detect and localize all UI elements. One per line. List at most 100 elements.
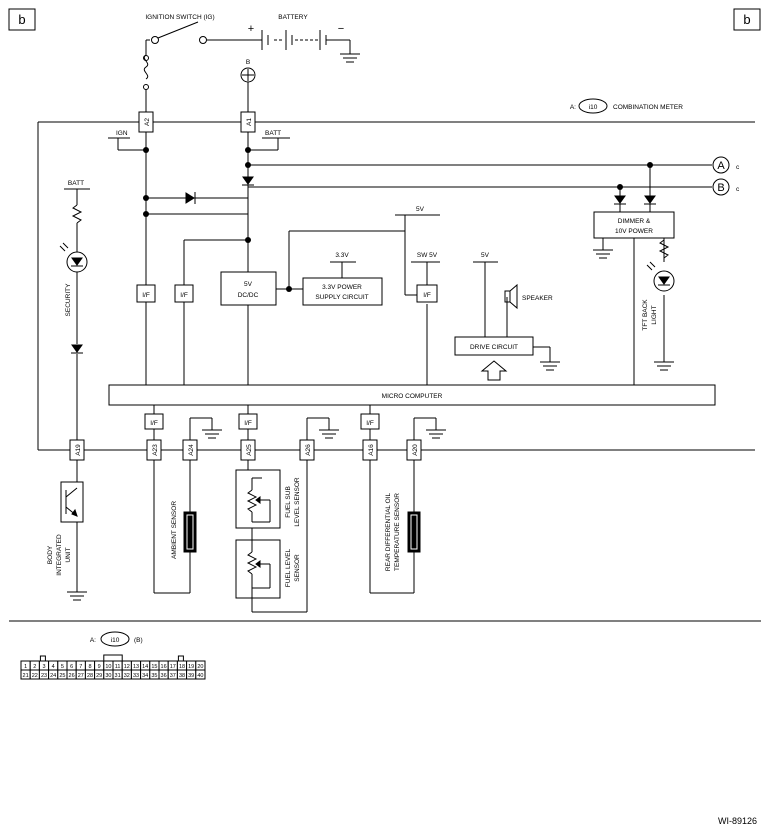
ign-batt-taps — [108, 137, 290, 151]
ground-icon — [202, 429, 222, 439]
if-box-sw — [416, 284, 438, 303]
junction-dots — [143, 147, 653, 292]
connector-pin-number: 3 — [42, 664, 45, 670]
corner-tag-right — [733, 8, 761, 31]
connector-pin-number: 12 — [124, 664, 130, 670]
meter-connector-name: COMBINATION METER — [613, 104, 683, 111]
dimmer-line1: DIMMER & — [618, 218, 651, 225]
ground-icon — [319, 429, 339, 439]
line-a-circle — [712, 156, 730, 174]
connector-pin-number: 37 — [170, 673, 176, 679]
connector-pin-number: 38 — [179, 673, 185, 679]
fuel-sub-sensor-box — [235, 469, 281, 529]
fuel-sub-line2: LEVEL SENSOR — [294, 477, 301, 527]
diode-icon — [185, 192, 196, 204]
connector-view-id: i10 — [111, 637, 120, 644]
micro-computer-label: MICRO COMPUTER — [382, 393, 443, 400]
pin-a26-label: A26 — [305, 444, 312, 456]
connector-pin-number: 7 — [79, 664, 82, 670]
fuel-level-sensor-box — [235, 539, 281, 599]
corner-tag-left-text: b — [18, 12, 25, 27]
body-line1: BODY — [47, 545, 54, 564]
rear-diff-line2: TEMPERATURE SENSOR — [394, 493, 401, 571]
connector-pin-number: 32 — [124, 673, 130, 679]
ignition-switch-label: IGNITION SWITCH (IG) — [145, 14, 214, 21]
connector-pin-number: 29 — [96, 673, 102, 679]
psu-line1: 3.3V POWER — [322, 284, 362, 291]
fuse-icon — [143, 54, 149, 112]
ambient-sensor-inner — [186, 514, 194, 550]
if-box-bottom-3 — [360, 413, 380, 430]
sw5v-label: SW 5V — [417, 252, 438, 259]
line-a-label: A — [717, 160, 725, 172]
meter-connector-oval — [578, 98, 608, 114]
diode-icon — [71, 344, 83, 354]
up-arrow-icon — [480, 360, 508, 381]
if-left-label: I/F — [142, 292, 150, 299]
speaker-icon — [504, 283, 518, 310]
battery-minus: − — [338, 23, 344, 35]
connector-pin-number: 15 — [151, 664, 157, 670]
rear-diff-sensor-inner — [410, 514, 418, 550]
five-v-top-label: 5V — [416, 206, 425, 213]
if-mid-label: I/F — [180, 292, 188, 299]
if-b2-label: I/F — [244, 420, 252, 427]
pin-a24-label: A24 — [188, 444, 195, 456]
corner-tag-left — [8, 8, 36, 31]
battery-ground-icon — [340, 53, 360, 63]
ign-label: IGN — [116, 130, 128, 137]
dcdc-line1: 5V — [244, 281, 253, 288]
dcdc-line2: DC/DC — [238, 292, 259, 299]
connector-lock-tab — [177, 655, 184, 662]
tft-line1: TFT BACK — [642, 299, 649, 331]
connector-pin-number: 36 — [161, 673, 167, 679]
connector-pin-number: 30 — [105, 673, 111, 679]
ground-icon — [593, 249, 613, 259]
battery-plus: + — [248, 23, 254, 35]
rear-diff-line1: REAR DIFFERENTIAL OIL — [385, 493, 392, 572]
connector-pin-number: 9 — [98, 664, 101, 670]
connector-pin-number: 40 — [197, 673, 203, 679]
psu-box — [302, 277, 383, 306]
connector-pin-number: 25 — [59, 673, 65, 679]
drive-circuit-label: DRIVE CIRCUIT — [470, 344, 518, 351]
dimmer-line2: 10V POWER — [615, 228, 653, 235]
diode-icon — [614, 195, 626, 205]
pin-a16-label: A16 — [368, 444, 375, 456]
ground-icon — [540, 361, 560, 371]
connector-pin-cell — [195, 669, 206, 680]
meter-connector-id: i10 — [589, 104, 598, 111]
connector-pin-number: 35 — [151, 673, 157, 679]
ambient-sensor-label: AMBIENT SENSOR — [171, 501, 178, 559]
fuel-sub-line1: FUEL SUB — [285, 486, 292, 518]
line-b-label: B — [717, 182, 724, 194]
tft-backlight-led-icon — [646, 261, 675, 292]
dimmer-box — [593, 211, 675, 239]
if-box-mid — [174, 284, 194, 303]
internal-wiring — [145, 132, 712, 385]
if-sw-label: I/F — [423, 292, 431, 299]
bottom-pins — [69, 439, 422, 461]
pin-a20-label: A20 — [412, 444, 419, 456]
psu-line2: SUPPLY CIRCUIT — [315, 294, 368, 301]
b-terminal-icon — [240, 67, 256, 112]
security-wiring — [64, 188, 90, 440]
diagram-id: WI-89126 — [718, 816, 757, 826]
connector-pin-number: 16 — [161, 664, 167, 670]
connector-pin-number: 18 — [179, 664, 185, 670]
connector-pin-number: 39 — [188, 673, 194, 679]
connector-pin-number: 28 — [87, 673, 93, 679]
pin-a2-label: A2 — [144, 118, 151, 126]
resistor-icon — [658, 239, 670, 259]
fuel-level-resistor-icon — [246, 528, 271, 598]
connector-pin-number: 34 — [142, 673, 148, 679]
connector-key-tab — [103, 654, 123, 662]
body-line2: INTEGRATED — [56, 534, 63, 576]
pin-a25-label: A25 — [246, 444, 253, 456]
ignition-switch-symbol — [145, 21, 262, 55]
connector-pin-number: 22 — [32, 673, 38, 679]
ground-icon — [426, 429, 446, 439]
line-b-circle — [712, 178, 730, 196]
